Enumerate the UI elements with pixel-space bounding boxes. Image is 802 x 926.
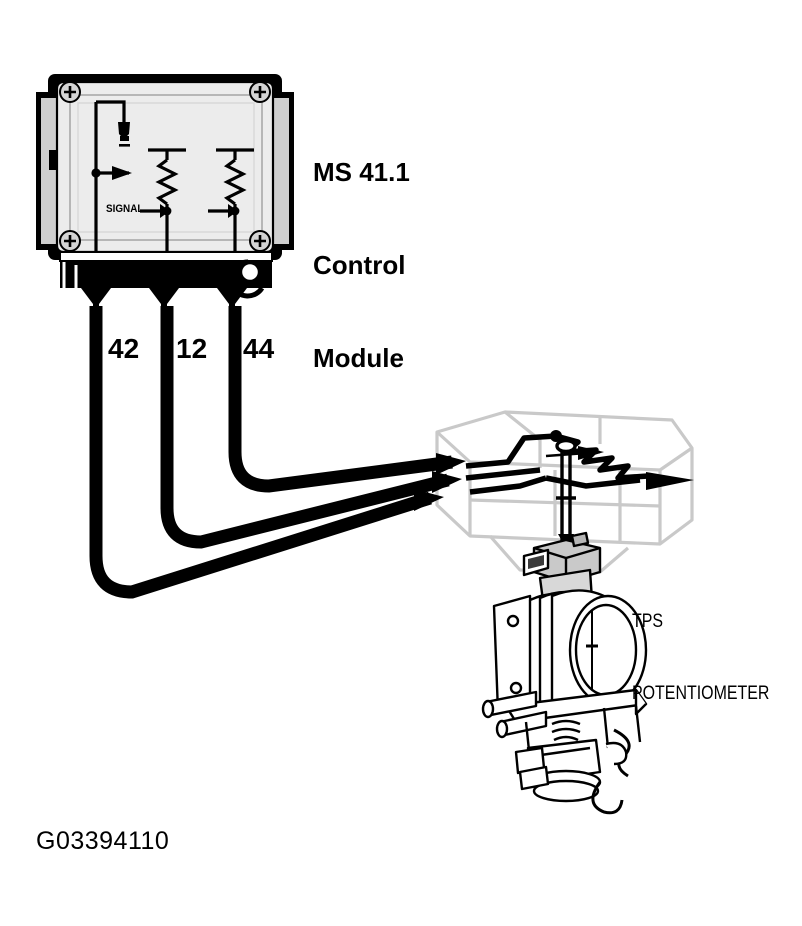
screw-icon	[59, 230, 81, 252]
terminal-icon	[149, 288, 179, 312]
wiper-arrow-icon	[545, 472, 694, 490]
shaft-icon	[555, 438, 577, 545]
wiper-arrow-icon	[140, 204, 172, 218]
module-title: MS 41.1 Control Module	[313, 95, 410, 436]
signal-label: SIGNAL	[106, 203, 144, 215]
screw-icon	[59, 81, 81, 103]
lamp-icon	[118, 122, 130, 147]
screw-icon	[249, 81, 271, 103]
wire-arrowhead	[436, 453, 466, 475]
tps-label-line: TPS	[632, 611, 664, 632]
wiper-arrow-icon	[545, 446, 604, 460]
wiper-arrow-icon	[208, 204, 240, 218]
tps-label-line: POTENTIOMETER	[632, 683, 770, 704]
wiper-arrow-icon	[91, 166, 132, 180]
wire-44	[228, 306, 453, 493]
wire-number-label: 12	[176, 333, 208, 364]
wire-arrowhead	[414, 489, 444, 511]
figure-id-label: G03394110	[36, 827, 170, 855]
wire-42	[89, 306, 432, 599]
terminal-icon	[81, 288, 111, 312]
wire-number-label: 44	[243, 333, 275, 364]
terminal-icon	[217, 288, 247, 312]
module-title-line: Control	[313, 250, 406, 280]
module-title-line: Module	[313, 343, 404, 373]
connector-latch-icon	[228, 259, 265, 299]
wire-number-label: 42	[108, 333, 140, 364]
wire-arrowhead	[432, 471, 462, 493]
module-title-line: MS 41.1	[313, 157, 410, 187]
tps-potentiometer-label: TPS POTENTIOMETER	[632, 562, 769, 754]
wire-12	[160, 306, 450, 549]
